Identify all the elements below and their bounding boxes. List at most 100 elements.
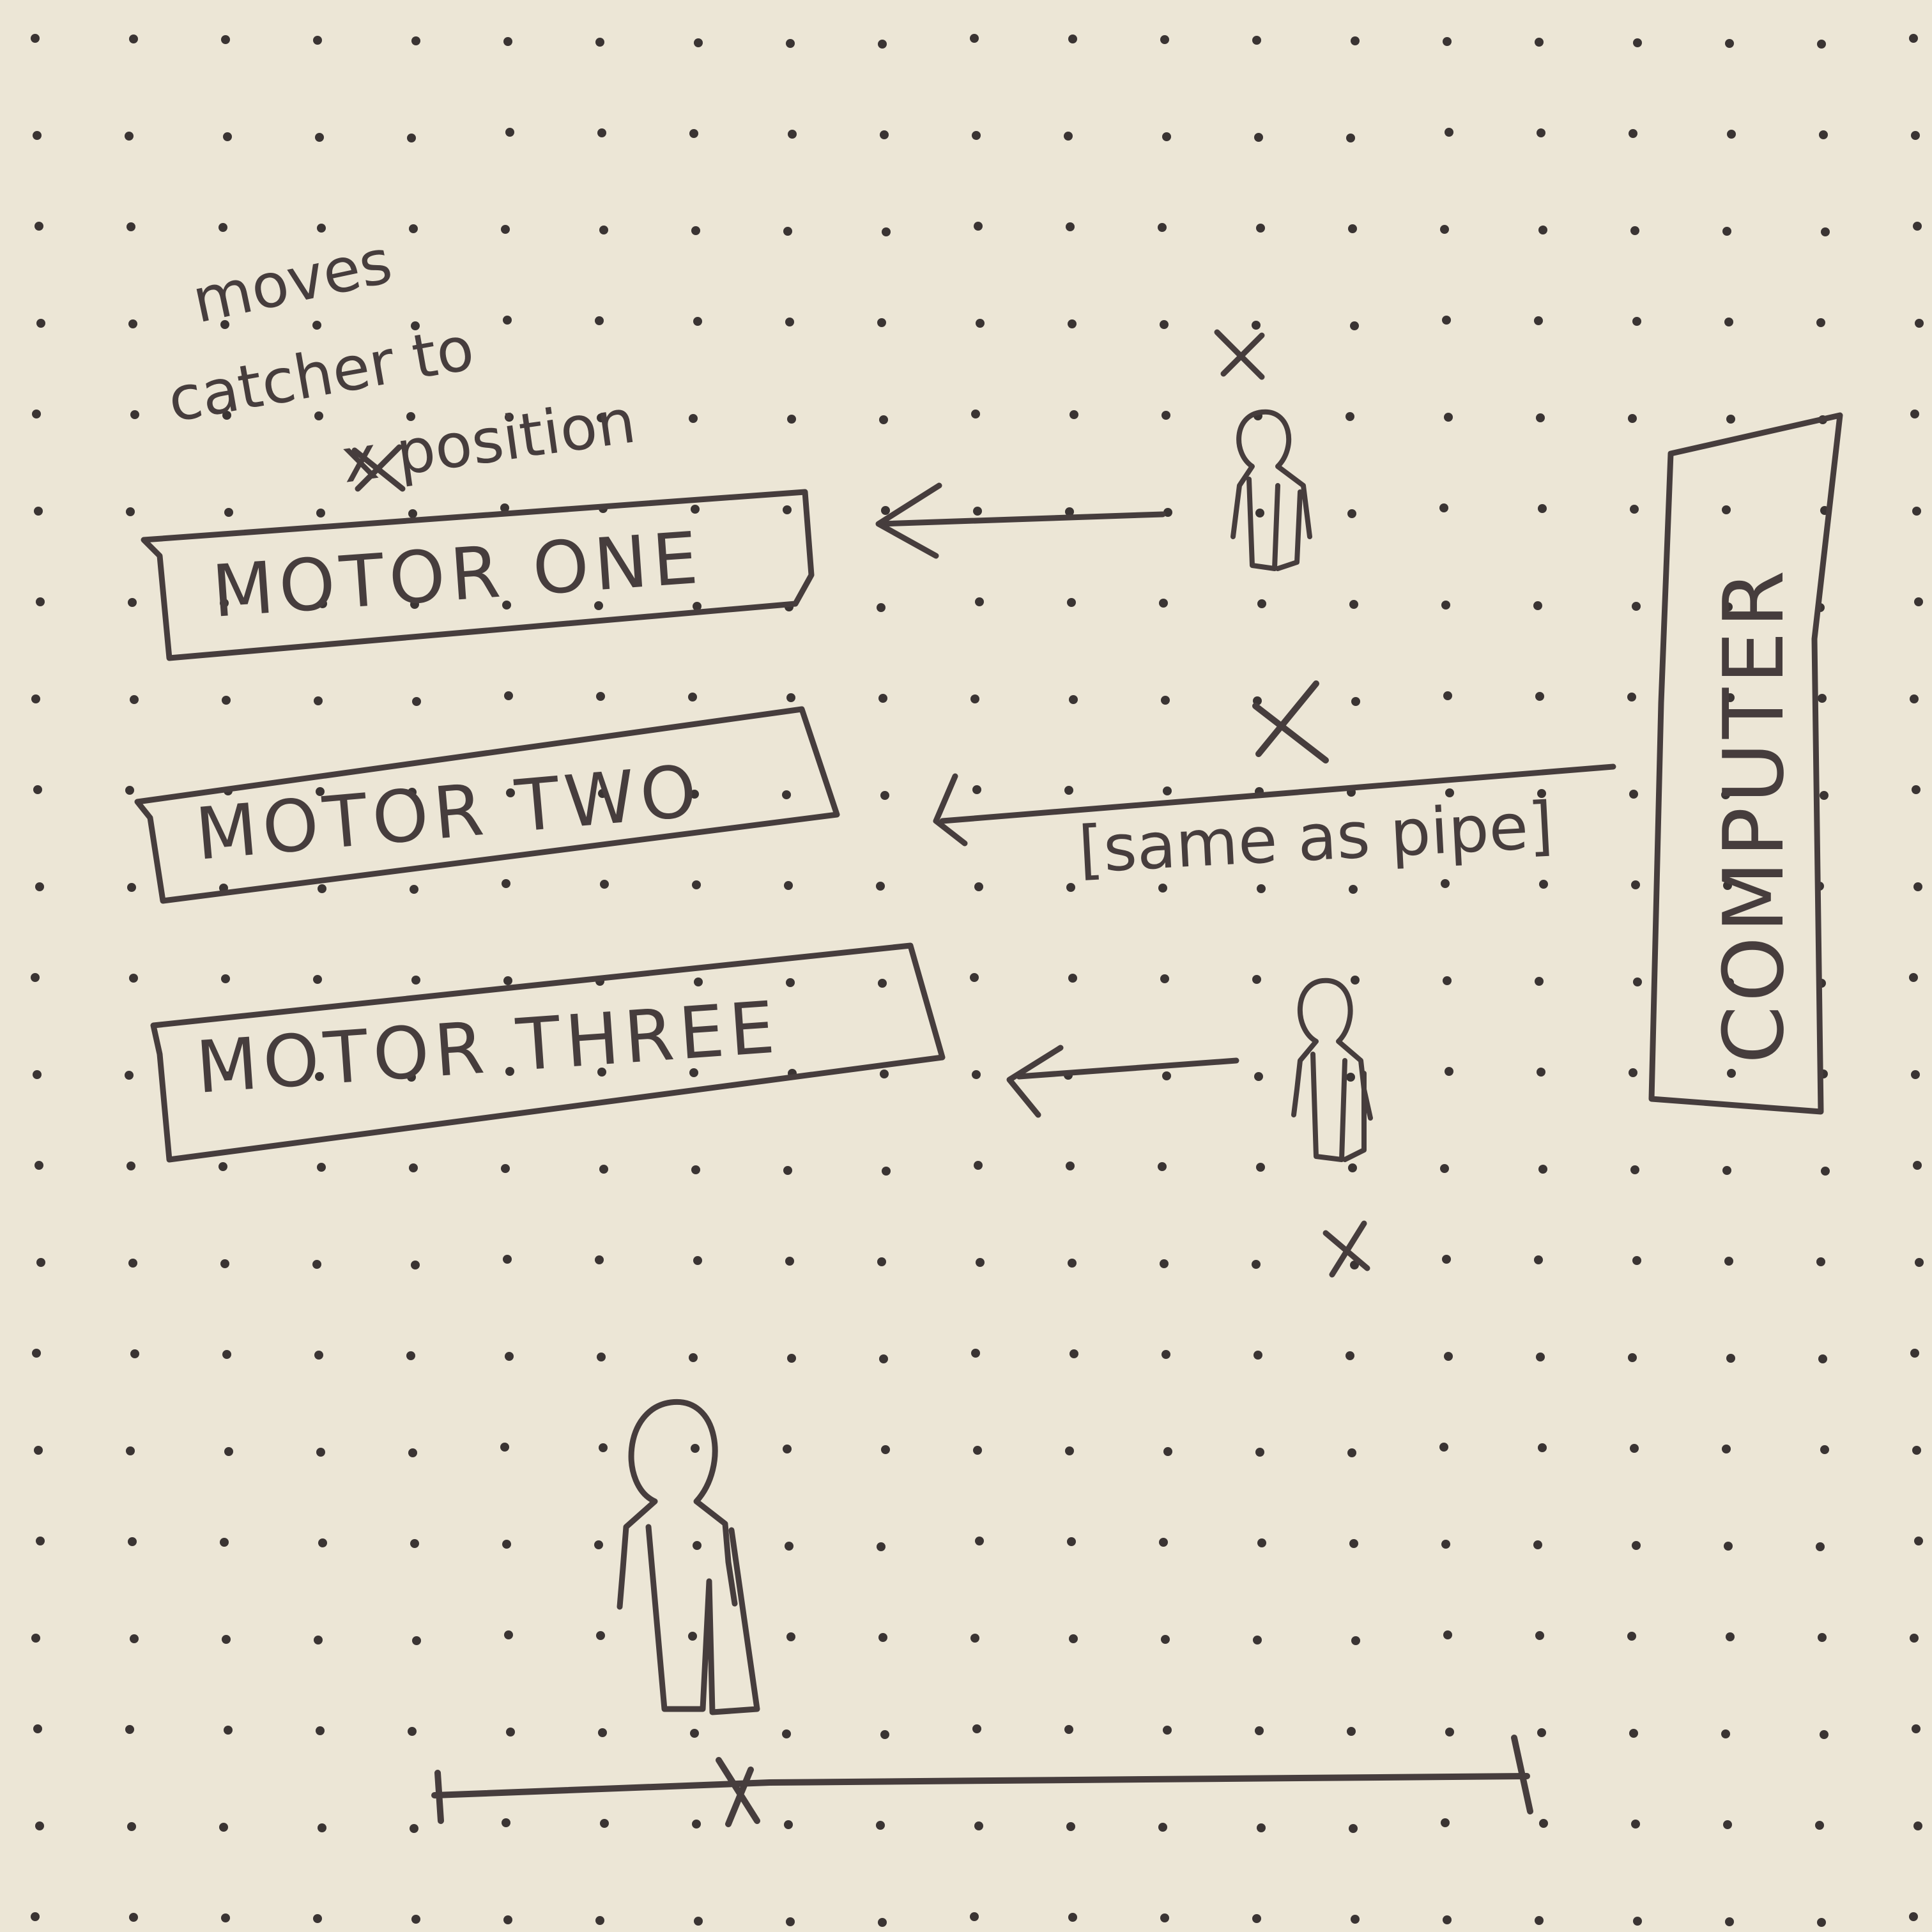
grid-dot bbox=[1255, 509, 1264, 518]
grid-dot bbox=[1630, 226, 1639, 235]
grid-dot bbox=[1628, 1353, 1637, 1362]
grid-dot bbox=[1346, 1351, 1354, 1360]
grid-dot bbox=[506, 788, 515, 797]
grid-dot bbox=[1535, 977, 1544, 986]
grid-dot bbox=[1067, 1537, 1076, 1546]
grid-dot bbox=[1351, 697, 1360, 706]
grid-dot bbox=[1535, 1631, 1544, 1640]
grid-dot bbox=[1910, 1634, 1919, 1643]
grid-dot bbox=[412, 697, 421, 706]
grid-dot bbox=[1726, 1354, 1735, 1363]
grid-dot bbox=[221, 1913, 230, 1922]
grid-dot bbox=[1257, 1823, 1266, 1832]
grid-dot bbox=[974, 882, 983, 891]
grid-dot bbox=[129, 974, 138, 983]
grid-dot bbox=[1346, 134, 1355, 142]
grid-dot bbox=[693, 602, 702, 611]
grid-dot bbox=[1252, 36, 1261, 45]
grid-dot bbox=[500, 1443, 509, 1452]
grid-dot bbox=[786, 978, 795, 987]
grid-dot bbox=[1535, 38, 1544, 47]
grid-dot bbox=[1534, 316, 1543, 325]
computer-label: COMPUTER bbox=[1705, 566, 1802, 1064]
grid-dot bbox=[970, 694, 979, 703]
grid-dot bbox=[316, 787, 325, 796]
grid-dot bbox=[595, 1916, 604, 1925]
grid-dot bbox=[1630, 1165, 1639, 1174]
grid-dot bbox=[1346, 412, 1354, 421]
grid-dot bbox=[785, 318, 794, 326]
grid-dot bbox=[1163, 1447, 1172, 1456]
grid-dot bbox=[783, 227, 792, 236]
grid-dot bbox=[35, 882, 44, 891]
grid-dot bbox=[314, 411, 323, 420]
grid-dot bbox=[597, 413, 606, 422]
grid-dot bbox=[129, 34, 138, 43]
grid-dot bbox=[1441, 1540, 1450, 1549]
grid-dot bbox=[411, 1915, 420, 1924]
grid-dot bbox=[1725, 39, 1734, 48]
grid-dot bbox=[1253, 1636, 1262, 1644]
grid-dot bbox=[316, 1726, 325, 1735]
grid-dot bbox=[315, 133, 324, 142]
grid-dot bbox=[1160, 1913, 1169, 1922]
grid-dot bbox=[126, 1446, 135, 1455]
grid-dot bbox=[1722, 505, 1731, 514]
grid-dot bbox=[787, 1354, 796, 1363]
grid-dot bbox=[317, 224, 326, 233]
grid-dot bbox=[33, 131, 42, 140]
grid-dot bbox=[316, 1448, 325, 1457]
grid-dot bbox=[1440, 1164, 1449, 1173]
grid-dot bbox=[783, 1445, 792, 1453]
grid-dot bbox=[411, 1261, 420, 1269]
grid-dot bbox=[1538, 226, 1547, 234]
grid-dot bbox=[1913, 1821, 1922, 1830]
grid-dot bbox=[1818, 1354, 1827, 1363]
grid-dot bbox=[880, 791, 889, 800]
grid-dot bbox=[1442, 1255, 1451, 1264]
grid-dot bbox=[1069, 695, 1078, 704]
grid-dot bbox=[1723, 1820, 1732, 1829]
grid-dot bbox=[1912, 1724, 1920, 1733]
grid-dot bbox=[130, 1349, 139, 1358]
grid-dot bbox=[1632, 1541, 1641, 1550]
grid-dot bbox=[1816, 318, 1825, 327]
grid-dot bbox=[222, 411, 231, 420]
grid-dot bbox=[877, 603, 885, 612]
grid-dot bbox=[1160, 974, 1169, 983]
grid-dot bbox=[786, 1917, 795, 1926]
grid-dot bbox=[877, 318, 886, 327]
grid-dot bbox=[877, 1542, 885, 1551]
grid-dot bbox=[1163, 508, 1172, 517]
grid-dot bbox=[1633, 977, 1642, 986]
arrow-to-motor-one bbox=[875, 482, 1166, 559]
grid-dot bbox=[36, 597, 45, 606]
motor-three-box: MOTOR THREE bbox=[150, 942, 946, 1163]
grid-dot bbox=[411, 36, 420, 45]
grid-dot bbox=[312, 1260, 321, 1269]
grid-dot bbox=[32, 1349, 41, 1358]
grid-dot bbox=[1443, 691, 1452, 700]
grid-dot bbox=[1347, 1727, 1356, 1736]
grid-dot bbox=[782, 1729, 791, 1738]
grid-dot bbox=[1445, 128, 1453, 137]
grid-dot bbox=[1254, 1351, 1262, 1360]
grid-dot bbox=[689, 1068, 698, 1077]
grid-dot bbox=[1349, 885, 1358, 894]
grid-dot bbox=[973, 1446, 982, 1455]
grid-dot bbox=[410, 1824, 418, 1833]
grid-dot bbox=[788, 130, 797, 139]
grid-dot bbox=[784, 881, 793, 890]
grid-dot bbox=[1069, 1634, 1078, 1643]
x-mark-top bbox=[1214, 329, 1265, 380]
grid-dot bbox=[1534, 1255, 1543, 1264]
grid-dot bbox=[1725, 978, 1734, 987]
grid-dot bbox=[1724, 1542, 1733, 1551]
grid-dot bbox=[1158, 1823, 1167, 1832]
grid-dot bbox=[501, 225, 510, 234]
grid-dot bbox=[33, 1070, 42, 1079]
grid-dot bbox=[36, 1258, 45, 1267]
grid-dot bbox=[691, 505, 700, 514]
grid-dot bbox=[1066, 883, 1075, 892]
grid-dot bbox=[313, 1914, 322, 1923]
